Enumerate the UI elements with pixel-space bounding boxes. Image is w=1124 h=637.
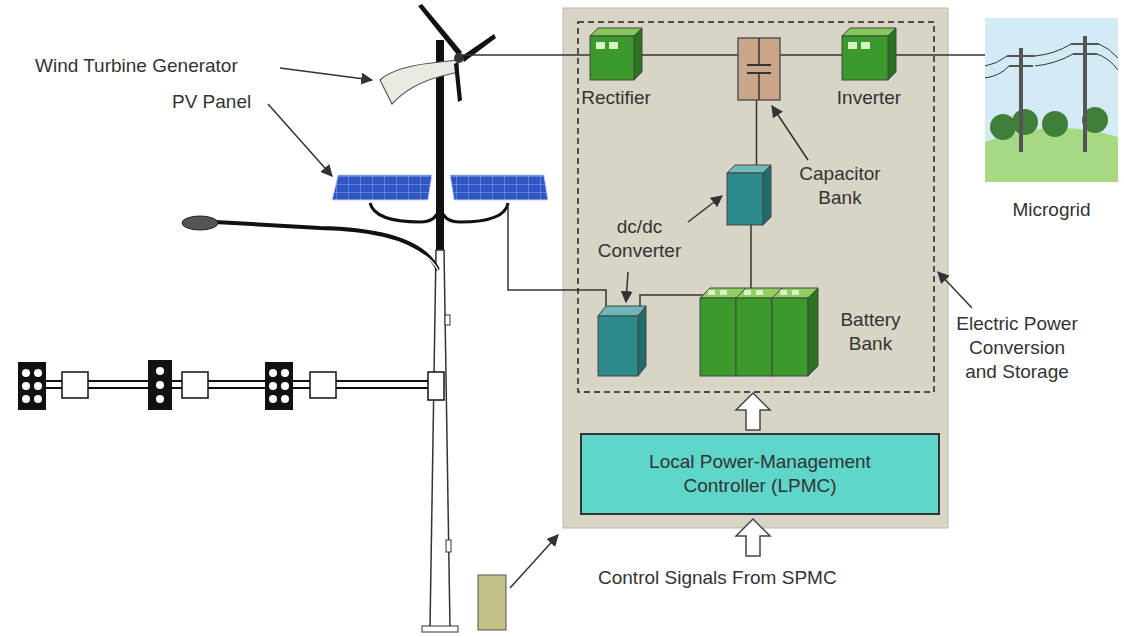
dcdc-converter [598,306,646,376]
wind-turbine [380,4,496,104]
wire-connector [780,54,842,56]
wire-connector [756,100,758,165]
microgrid-picture: Microgrid [985,18,1118,182]
control-arrow [736,519,770,556]
shape-outline [985,18,1118,182]
node-label: Local Power-Management Controller (LPMC) [635,450,885,498]
street-lamp [182,216,438,270]
pv-panel [332,175,548,222]
node-label: Battery Bank [828,308,913,356]
traffic-signals [18,360,444,410]
text-label: Electric Power Conversion and Storage [952,312,1082,384]
control-arrow [736,393,770,430]
wire [462,55,704,306]
node-label: Rectifier [581,86,651,110]
conversion-panel [563,8,948,528]
node-label: Capacitor Bank [790,162,890,210]
wire-connector [896,54,985,56]
node-label: Microgrid [1012,198,1090,222]
leader-arrow [510,535,558,588]
junction-box [478,575,506,630]
node-label: dc/dc Converter [592,215,687,263]
battery-bank: Battery Bank [700,288,818,376]
inverter-box: Inverter [842,28,896,80]
text-label: PV Panel [172,90,251,114]
shape-outline [590,28,642,80]
shape-outline [738,38,780,100]
dcdc-converter: dc/dc Converter [727,165,771,225]
wire-connector [750,225,752,288]
wire-connector [642,54,738,56]
rectifier-box: Rectifier [590,28,642,80]
shape-outline [700,288,818,376]
text-label: Control Signals From SPMC [598,566,837,590]
leader-arrow [268,68,972,308]
text-label: Wind Turbine Generator [35,54,238,78]
shape-outline [842,28,896,80]
node-label: Inverter [837,86,901,110]
dashed-region [578,22,934,392]
shape-outline [727,165,771,225]
capacitor-bank: Capacitor Bank [738,38,780,100]
controller-box: Local Power-Management Controller (LPMC) [580,433,940,515]
pole [422,40,458,632]
